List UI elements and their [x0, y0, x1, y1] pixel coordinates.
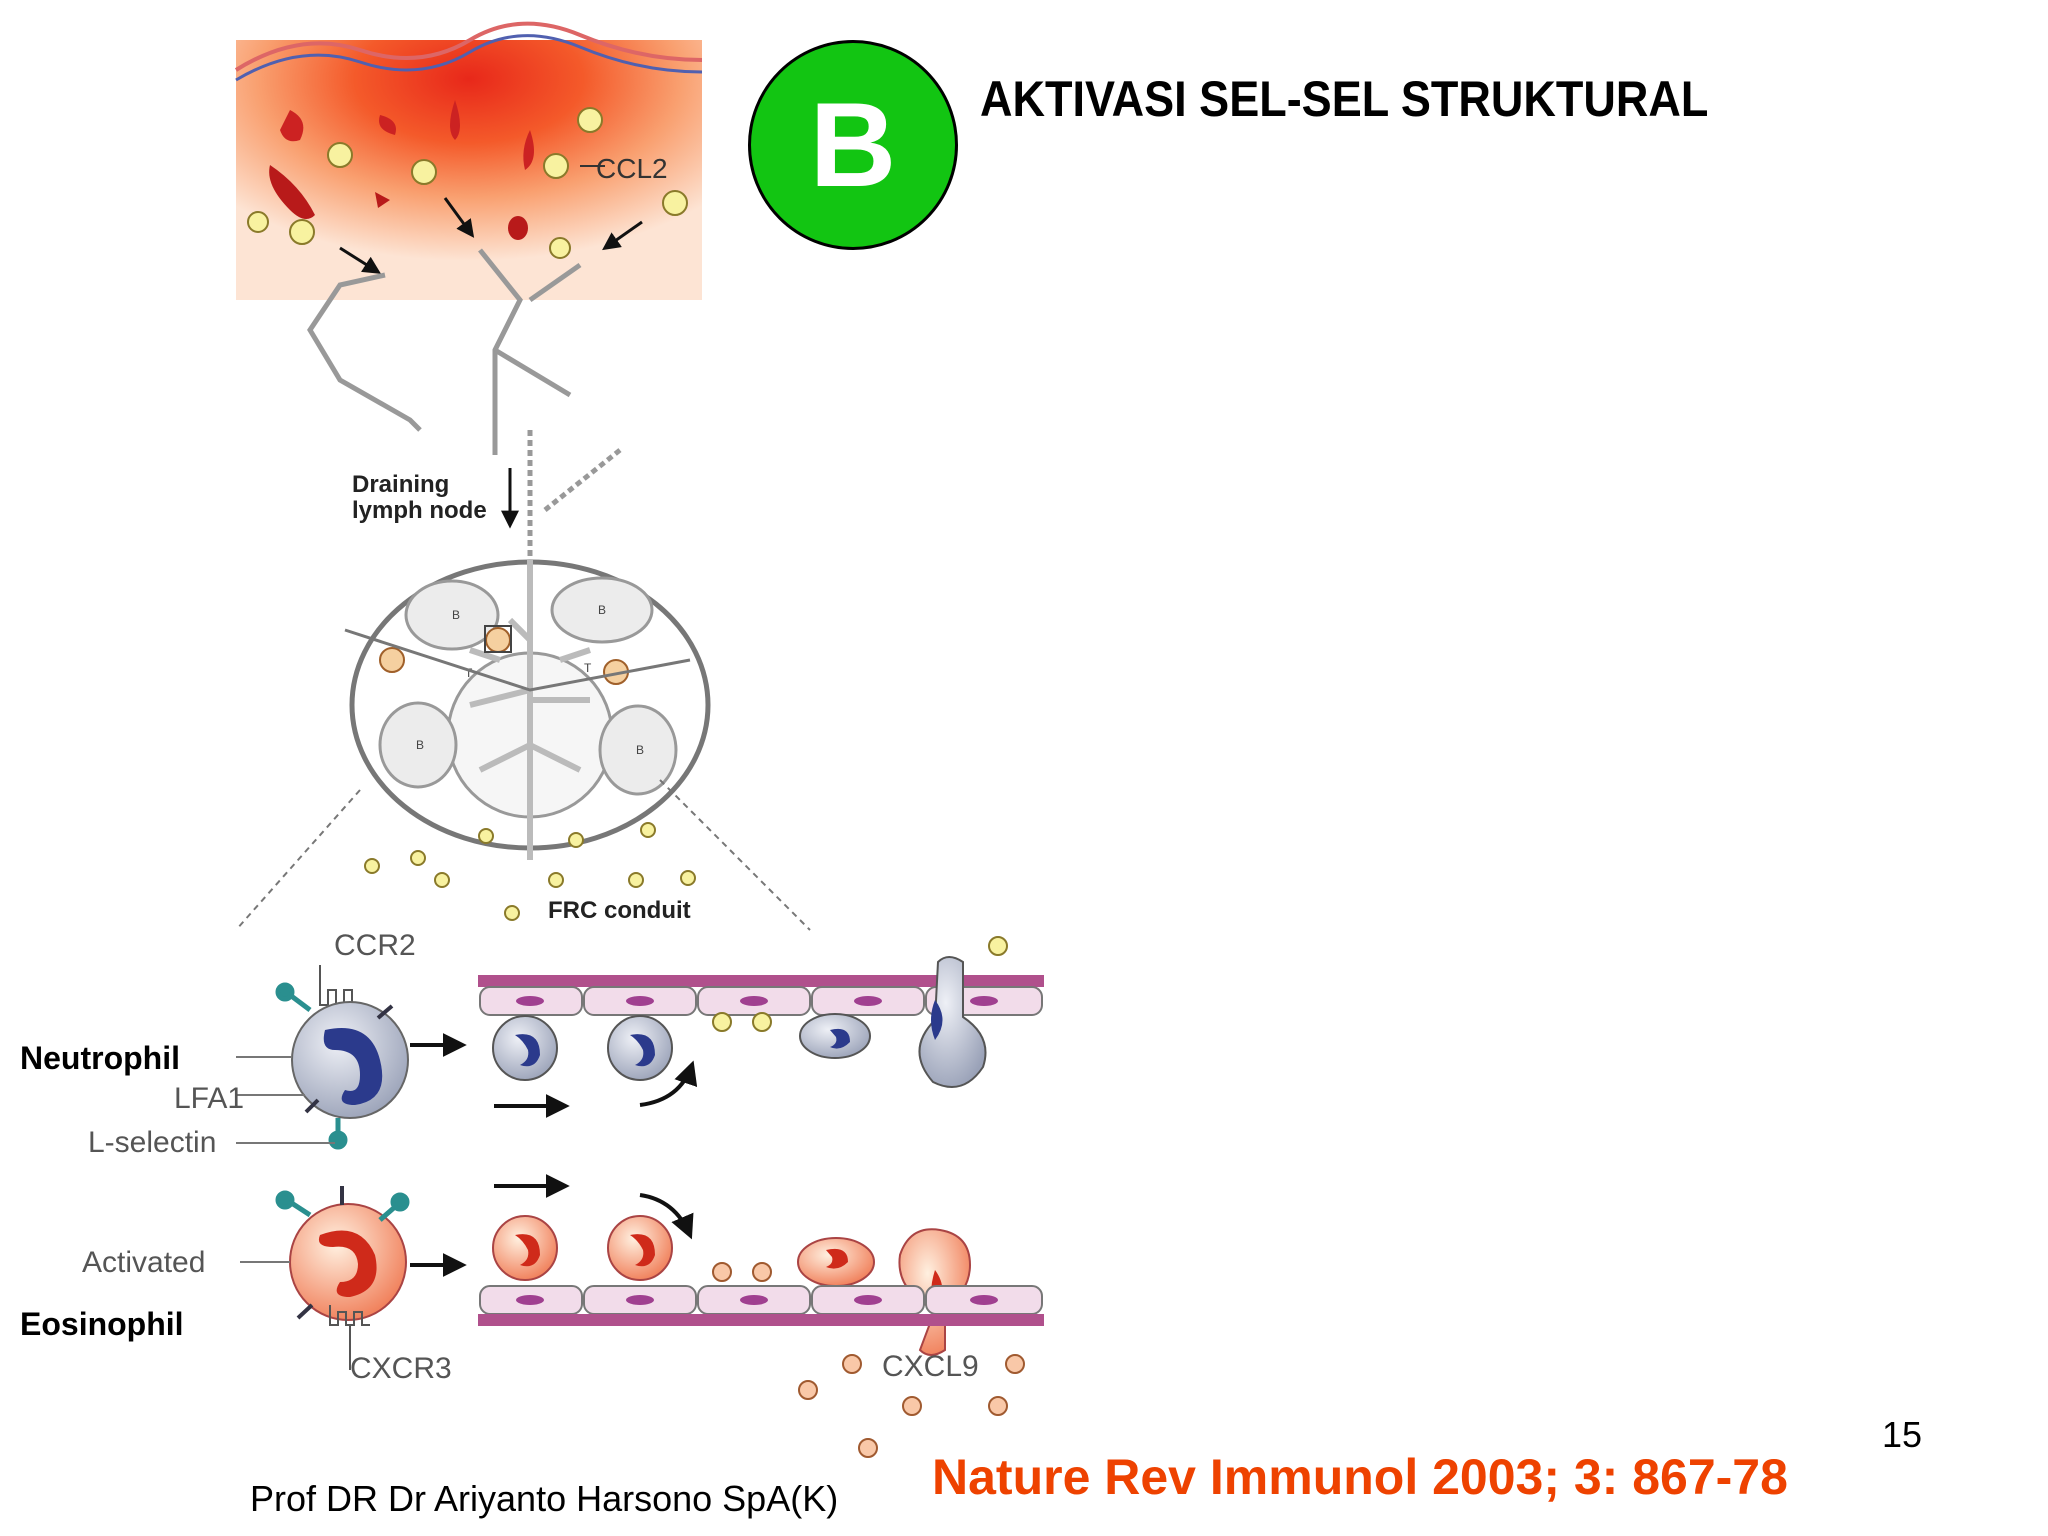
svg-text:CXCR3: CXCR3 — [350, 1352, 452, 1385]
immunology-diagram: CCL2 Draining lymph node B — [82, 21, 1044, 1458]
citation: Nature Rev Immunol 2003; 3: 867-78 — [932, 1449, 1788, 1505]
badge-letter: B — [809, 78, 897, 212]
svg-text:T: T — [584, 661, 592, 675]
svg-text:Draining: Draining — [352, 471, 449, 498]
b-follicle — [404, 579, 500, 651]
svg-text:T: T — [465, 666, 473, 680]
svg-text:B: B — [598, 603, 606, 617]
page-number: 15 — [1882, 1414, 1923, 1455]
lymphatic-vessels — [307, 248, 622, 570]
eosinophil-panel: Activated CXCR3 CXCL9 — [82, 1186, 1044, 1458]
section-badge: B — [748, 40, 958, 250]
b-follicle — [598, 704, 678, 796]
svg-text:B: B — [452, 608, 460, 622]
svg-text:B: B — [416, 738, 424, 752]
b-follicle — [550, 576, 654, 644]
eosinophil-label: Eosinophil — [20, 1306, 184, 1342]
ccl2-label: CCL2 — [596, 153, 668, 184]
svg-text:B: B — [636, 743, 644, 757]
svg-text:lymph node: lymph node — [352, 497, 487, 524]
draining-lymph-node-label: Draining lymph node — [352, 468, 519, 529]
svg-text:CCR2: CCR2 — [334, 929, 416, 962]
svg-text:L-selectin: L-selectin — [88, 1126, 216, 1159]
svg-text:CXCL9: CXCL9 — [882, 1350, 979, 1383]
author-credit: Prof DR Dr Ariyanto Harsono SpA(K) — [250, 1478, 839, 1519]
slide-title: AKTIVASI SEL-SEL STRUKTURAL — [980, 71, 1709, 127]
frc-conduit-label: FRC conduit — [548, 897, 691, 924]
neutrophil-panel: CCR2 LFA1 L-selectin — [88, 929, 1044, 1198]
frc-conduit: FRC conduit — [235, 779, 1008, 956]
lymph-node: B B B B T T — [344, 559, 711, 860]
svg-text:LFA1: LFA1 — [174, 1082, 244, 1115]
neutrophil-label: Neutrophil — [20, 1040, 180, 1076]
inflamed-tissue: CCL2 — [234, 21, 703, 300]
svg-text:Activated: Activated — [82, 1246, 205, 1279]
b-follicle — [378, 701, 458, 789]
